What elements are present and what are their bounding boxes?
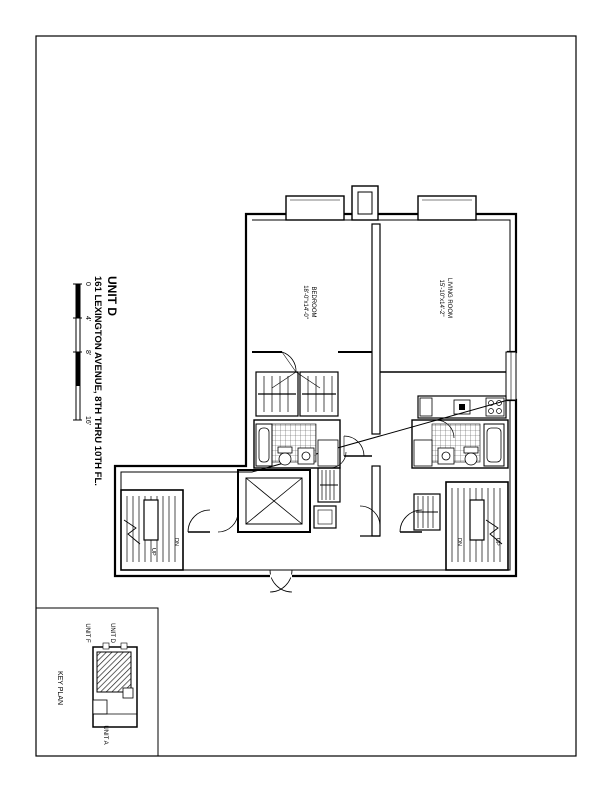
key-plan-title: KEY PLAN [56, 671, 63, 705]
living-toilet [463, 446, 479, 466]
address-title: 161 LEXINGTON AVENUE, 8TH THRU 10TH FL. [92, 276, 103, 486]
stair-right [445, 481, 509, 571]
bedroom-window [285, 195, 345, 221]
kitchen-counter [417, 395, 507, 419]
bedroom-closet-right [299, 371, 339, 417]
stair-right-dn: DN [456, 538, 462, 546]
elevator-shaft [237, 469, 311, 533]
sheet-border [35, 35, 577, 757]
living-bathtub [483, 423, 505, 467]
shaft-small [313, 505, 337, 529]
stair-left [120, 489, 184, 571]
hall-closet-right [413, 493, 441, 531]
scale-tick-0: 0 [84, 282, 91, 286]
scale-bar: 0 4' 8' 16' [73, 282, 91, 425]
key-plan-unit-d-highlight [96, 651, 132, 693]
key-plan-unit-f-label: UNIT F [84, 623, 90, 643]
key-plan-unit-a-label: UNIT A [102, 725, 108, 744]
living-room-dims: 15'-10"x14'-2" [438, 280, 444, 317]
chimney-bay [351, 185, 379, 221]
stair-right-up: UP [494, 538, 500, 546]
living-sink [437, 447, 455, 465]
scale-tick-4: 4' [84, 316, 91, 321]
bedroom-sink [297, 447, 315, 465]
center-partition [371, 223, 381, 435]
stair-left-up: UP [150, 548, 156, 556]
bedroom-toilet [277, 446, 293, 466]
scale-tick-8: 8' [84, 350, 91, 355]
entry-door [269, 569, 293, 593]
stair-left-dn: DN [173, 538, 179, 546]
title-block: UNIT D 161 LEXINGTON AVENUE, 8TH THRU 10… [92, 276, 119, 486]
living-room-window [417, 195, 477, 221]
kitchen-range [485, 397, 505, 417]
key-plan-unit-d-label: UNIT D [109, 623, 115, 644]
unit-title: UNIT D [105, 276, 119, 316]
floor-plan [113, 185, 518, 593]
bedroom-bathroom [253, 419, 341, 469]
living-bathroom [411, 419, 509, 469]
kitchen-sink [453, 399, 471, 415]
living-room-label: LIVING ROOM [446, 278, 452, 318]
bedroom-bathtub [255, 423, 273, 467]
bedroom-label: BEDROOM [310, 286, 316, 317]
key-plan: KEY PLAN UNIT F UNIT D UNIT A [35, 607, 159, 757]
scale-tick-16: 16' [84, 416, 91, 425]
hall-closet-left [317, 467, 341, 503]
bedroom-closet-left [255, 371, 299, 417]
bedroom-dims: 18'-0"x14'-0" [302, 285, 308, 319]
